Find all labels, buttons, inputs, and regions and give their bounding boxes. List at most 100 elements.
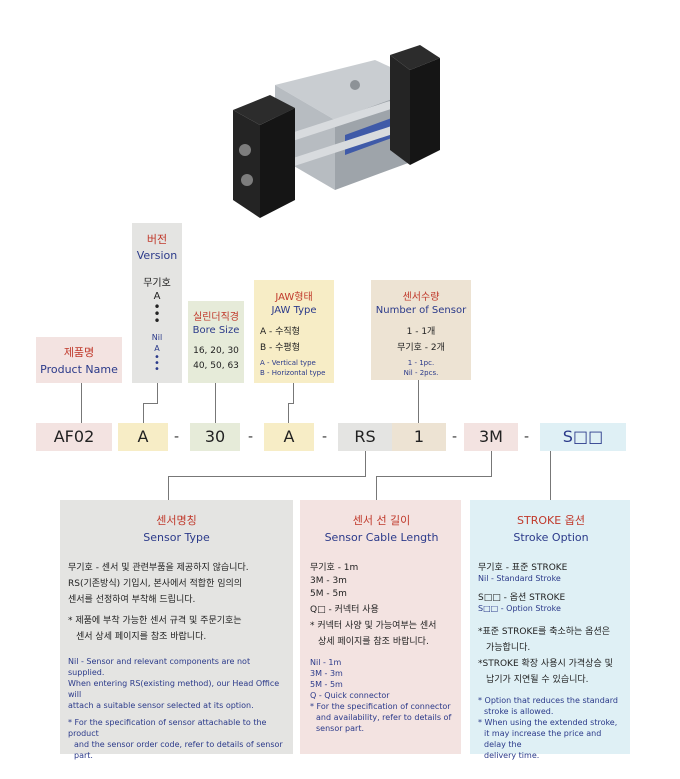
ellipsis-dots: ••• xyxy=(153,300,161,328)
connector-line xyxy=(376,476,377,500)
bore-size-title-en: Bore Size xyxy=(192,325,240,336)
cable-length-kr1: 무기호 - 1m xyxy=(310,563,359,573)
connector-line xyxy=(288,403,289,423)
connector-line xyxy=(418,380,419,423)
stroke-en7: delivery time. xyxy=(484,751,540,760)
code-seg-jaw: A xyxy=(264,423,314,451)
sensor-type-kr1: 무기호 - 센서 및 관련부품을 제공하지 않습니다. xyxy=(68,563,249,573)
stroke-en5: * When using the extended stroke, xyxy=(478,718,618,727)
version-title-kr: 버전 xyxy=(146,233,168,246)
cable-length-en6: and availability, refer to details of xyxy=(316,713,452,722)
num-sensor-item2-en: Nil - 2pcs. xyxy=(403,369,439,377)
code-seg-product: AF02 xyxy=(36,423,112,451)
stroke-kr3: *표준 STROKE를 축소하는 옵션은 xyxy=(478,627,611,637)
sensor-type-kr3: 센서를 선정하여 부착해 드립니다. xyxy=(68,595,196,605)
ellipsis-dots-small: ••• xyxy=(154,352,160,375)
bore-size-row1: 16, 20, 30 xyxy=(193,346,239,356)
jaw-type-title-en: JAW Type xyxy=(271,305,317,316)
sensor-type-en4: * For the specification of sensor attach… xyxy=(68,718,267,738)
sensor-type-kr5: 센서 상세 페이지를 참조 바랍니다. xyxy=(76,632,207,642)
connector-line xyxy=(215,383,216,423)
connector-line xyxy=(365,451,366,476)
bore-size-box: 실린더직경 Bore Size 16, 20, 30 40, 50, 63 xyxy=(188,301,244,383)
connector-line xyxy=(81,383,82,423)
sensor-type-en1: Nil - Sensor and relevant components are… xyxy=(68,657,251,677)
jaw-type-item1-en: A - Vertical type xyxy=(260,359,316,367)
stroke-en4: stroke is allowed. xyxy=(484,707,554,716)
version-nil-a: A xyxy=(154,344,160,353)
cable-length-title-kr: 센서 선 길이 xyxy=(352,514,411,527)
cable-length-kr6: 상세 페이지를 참조 바랍니다. xyxy=(318,637,429,647)
version-box: 버전 Version 무기호 A ••• Nil A ••• xyxy=(132,223,182,383)
cable-length-kr5: * 커넥터 사양 및 가능여부는 센서 xyxy=(310,621,437,631)
jaw-type-item2: B - 수평형 xyxy=(260,343,300,353)
num-sensor-box: 센서수량 Number of Sensor 1 - 1개 무기호 - 2개 1 … xyxy=(371,280,471,380)
product-name-box: 제품명 Product Name xyxy=(36,337,122,383)
cable-length-en2: 3M - 3m xyxy=(310,669,343,678)
stroke-kr1: 무기호 - 표준 STROKE xyxy=(478,563,568,573)
sensor-type-kr2: RS(기존방식) 기입시, 본사에서 적합한 임의의 xyxy=(68,579,243,589)
product-image xyxy=(225,40,445,220)
cable-length-en4: Q - Quick connector xyxy=(310,691,390,700)
bore-size-row2: 40, 50, 63 xyxy=(193,361,239,371)
code-dash: - xyxy=(322,429,328,445)
version-nil: Nil xyxy=(151,333,163,342)
cable-length-kr4: Q□ - 커넥터 사용 xyxy=(310,605,379,615)
stroke-kr6: 납기가 지연될 수 있습니다. xyxy=(486,675,589,685)
code-dash: - xyxy=(524,429,530,445)
connector-line xyxy=(550,451,551,500)
version-title-en: Version xyxy=(136,249,178,262)
stroke-kr4: 가능합니다. xyxy=(486,643,531,653)
stroke-en3: * Option that reduces the standard xyxy=(478,696,618,705)
code-dash: - xyxy=(174,429,180,445)
stroke-en2: S□□ - Option Stroke xyxy=(478,604,561,613)
bore-size-title-kr: 실린더직경 xyxy=(193,312,239,323)
version-item2: A xyxy=(153,291,161,302)
jaw-type-title-kr: JAW형태 xyxy=(275,292,313,303)
num-sensor-title-kr: 센서수량 xyxy=(402,292,440,303)
num-sensor-item2: 무기호 - 2개 xyxy=(397,343,445,353)
connector-line xyxy=(288,403,294,404)
num-sensor-item1: 1 - 1개 xyxy=(406,327,436,337)
cable-length-en7: sensor part. xyxy=(316,724,365,733)
stroke-en6: it may increase the price and delay the xyxy=(484,729,602,749)
cable-length-box: 센서 선 길이 Sensor Cable Length 무기호 - 1m 3M … xyxy=(300,500,461,754)
code-dash: - xyxy=(452,429,458,445)
code-seg-stroke: S□□ xyxy=(540,423,626,451)
stroke-title-kr: STROKE 옵션 xyxy=(517,514,585,527)
num-sensor-item1-en: 1 - 1pc. xyxy=(407,359,435,367)
cable-length-en5: * For the specification of connector xyxy=(310,702,451,711)
stroke-option-box: STROKE 옵션 Stroke Option 무기호 - 표준 STROKE … xyxy=(470,500,630,760)
sensor-type-en3: attach a suitable sensor selected at its… xyxy=(68,701,254,710)
connector-line xyxy=(157,383,158,403)
cable-length-title-en: Sensor Cable Length xyxy=(324,531,439,544)
sensor-type-en5: and the sensor order code, refer to deta… xyxy=(74,740,283,760)
code-dash: - xyxy=(248,429,254,445)
sensor-type-kr4: * 제품에 부착 가능한 센서 규격 및 주문기호는 xyxy=(68,616,242,626)
code-seg-sensor-type: RS xyxy=(338,423,392,451)
sensor-type-title-kr: 센서명칭 xyxy=(156,514,197,527)
connector-line xyxy=(293,383,294,403)
code-seg-version: A xyxy=(118,423,168,451)
connector-line xyxy=(168,476,169,500)
sensor-type-box: 센서명칭 Sensor Type 무기호 - 센서 및 관련부품을 제공하지 않… xyxy=(60,500,293,760)
num-sensor-title-en: Number of Sensor xyxy=(375,305,467,316)
code-seg-num-sensor: 1 xyxy=(392,423,446,451)
version-item1: 무기호 xyxy=(143,278,171,289)
jaw-type-item2-en: B - Horizontal type xyxy=(260,369,326,377)
connector-line xyxy=(491,451,492,476)
code-seg-bore: 30 xyxy=(190,423,240,451)
cable-length-kr2: 3M - 3m xyxy=(310,576,347,586)
connector-line xyxy=(143,403,158,404)
cable-length-en3: 5M - 5m xyxy=(310,680,343,689)
cable-length-en1: Nil - 1m xyxy=(310,658,342,667)
connector-line xyxy=(168,476,366,477)
jaw-type-item1: A - 수직형 xyxy=(260,327,300,337)
connector-line xyxy=(376,476,492,477)
stroke-title-en: Stroke Option xyxy=(513,531,589,544)
jaw-type-box: JAW형태 JAW Type A - 수직형 B - 수평형 A - Verti… xyxy=(254,280,334,383)
code-seg-cable: 3M xyxy=(464,423,518,451)
stroke-en1: Nil - Standard Stroke xyxy=(478,574,561,583)
sensor-type-title-en: Sensor Type xyxy=(143,531,210,544)
product-name-title-en: Product Name xyxy=(40,363,118,376)
